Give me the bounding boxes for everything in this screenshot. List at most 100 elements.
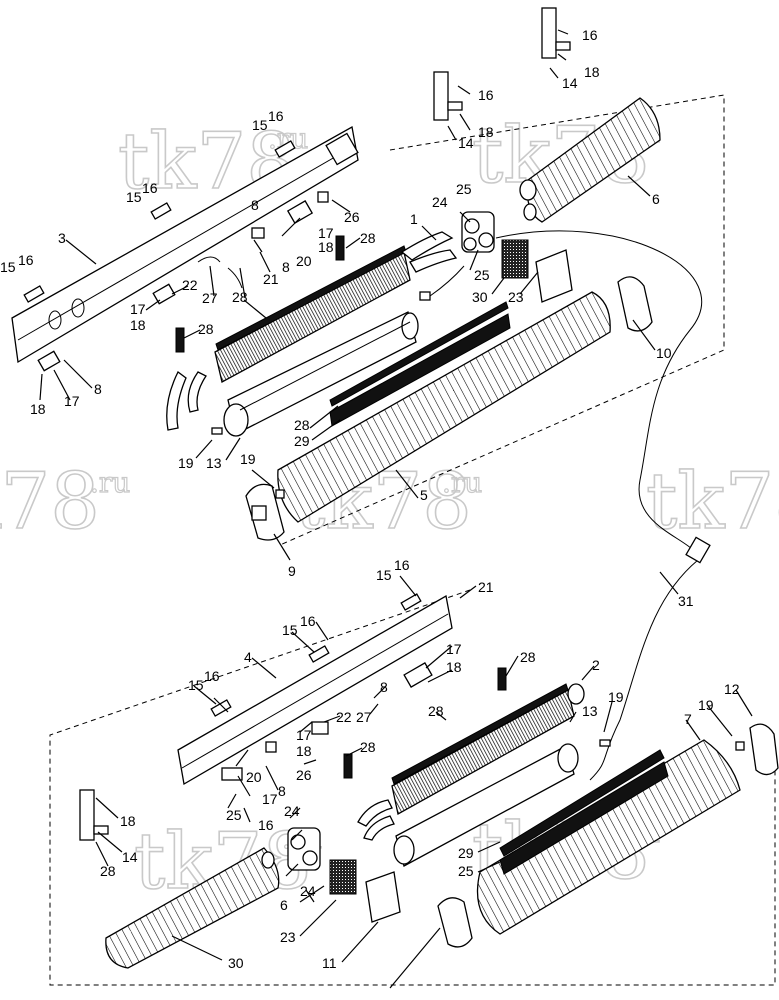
callout-19: 19 bbox=[240, 451, 256, 467]
bracket-15 bbox=[150, 202, 172, 220]
callout-16: 16 bbox=[18, 252, 34, 268]
callout-14: 14 bbox=[458, 135, 474, 151]
clip-19 bbox=[211, 427, 223, 435]
callout-15: 15 bbox=[252, 117, 268, 133]
callout-17: 17 bbox=[296, 727, 312, 743]
callout-8: 8 bbox=[282, 259, 290, 275]
filter-pad-30 bbox=[501, 239, 529, 279]
bracket-17 bbox=[37, 350, 61, 372]
filter-strip-29 bbox=[499, 761, 669, 875]
callout-16: 16 bbox=[204, 668, 220, 684]
callout-1: 1 bbox=[410, 211, 418, 227]
callout-13: 13 bbox=[582, 703, 598, 719]
clip-19 bbox=[275, 489, 285, 499]
wall-bracket-14 bbox=[79, 789, 95, 841]
callout-31: 31 bbox=[678, 593, 694, 609]
callout-15: 15 bbox=[282, 622, 298, 638]
callout-6: 6 bbox=[652, 191, 660, 207]
callout-8: 8 bbox=[278, 783, 286, 799]
watermark-suffix: .ru bbox=[90, 466, 130, 499]
callout-22: 22 bbox=[182, 277, 198, 293]
callout-16: 18 bbox=[120, 813, 136, 829]
clip-19 bbox=[599, 739, 611, 747]
watermark: tk78 bbox=[0, 457, 100, 547]
callout-15: 15 bbox=[126, 189, 142, 205]
callout-7: 7 bbox=[684, 711, 692, 727]
callout-24: 6 bbox=[280, 897, 288, 913]
callout-16: 16 bbox=[268, 108, 284, 124]
callout-17: 17 bbox=[64, 393, 80, 409]
callout-18: 18 bbox=[296, 743, 312, 759]
clip-28 bbox=[175, 327, 185, 353]
seal-strip-28 bbox=[499, 749, 665, 857]
upper-unit bbox=[11, 7, 661, 541]
bracket-15 bbox=[23, 285, 45, 303]
callout-25: 25 bbox=[456, 181, 472, 197]
bracket-17 bbox=[286, 200, 314, 224]
callout-21: 21 bbox=[263, 271, 279, 287]
callout-24: 16 bbox=[258, 817, 274, 833]
callout-28: 28 bbox=[294, 417, 310, 433]
callout-30: 30 bbox=[472, 289, 488, 305]
callout-15: 15 bbox=[376, 567, 392, 583]
callout-26: 26 bbox=[344, 209, 360, 225]
callout-labels: 16 18 14 16 18 14 16 15 15 16 6 25 24 1 … bbox=[0, 27, 740, 971]
callout-18: 18 bbox=[318, 239, 334, 255]
callout-18: 18 bbox=[478, 124, 494, 140]
valve-assembly-24-25 bbox=[287, 827, 321, 871]
callout-28: 28 bbox=[360, 739, 376, 755]
end-cap-12 bbox=[749, 723, 779, 776]
callout-16: 16 bbox=[142, 180, 158, 196]
clip-28 bbox=[335, 235, 345, 261]
lower-unit bbox=[79, 593, 779, 969]
callout-28: 28 bbox=[360, 230, 376, 246]
coil-pipes bbox=[400, 231, 454, 261]
callout-23: 23 bbox=[508, 289, 524, 305]
wiring-harness-31b bbox=[589, 559, 699, 781]
grille-7 bbox=[476, 739, 741, 935]
end-cap-10 bbox=[617, 276, 653, 332]
callout-18: 18 bbox=[30, 401, 46, 417]
clip-8 bbox=[251, 227, 265, 239]
callout-25: 24 bbox=[300, 883, 316, 899]
bracket-23 bbox=[535, 249, 573, 303]
callout-28: 28 bbox=[428, 703, 444, 719]
callout-17: 17 bbox=[130, 301, 146, 317]
callout-18: 20 bbox=[246, 769, 262, 785]
callout-18: 18 bbox=[584, 64, 600, 80]
connector bbox=[419, 291, 431, 301]
callout-16: 16 bbox=[394, 557, 410, 573]
callout-25: 25 bbox=[474, 267, 490, 283]
callout-2: 2 bbox=[592, 657, 600, 673]
clip-28 bbox=[343, 753, 353, 779]
callout-28: 29 bbox=[458, 845, 474, 861]
callout-14: 14 bbox=[562, 75, 578, 91]
callout-20: 25 bbox=[226, 807, 242, 823]
callout-16: 16 bbox=[478, 87, 494, 103]
callout-16: 16 bbox=[582, 27, 598, 43]
callout-29: 29 bbox=[294, 433, 310, 449]
callout-3: 3 bbox=[58, 230, 66, 246]
callout-22: 22 bbox=[336, 709, 352, 725]
callout-19: 19 bbox=[698, 697, 714, 713]
callout-23: 11 bbox=[322, 955, 337, 971]
callout-10: 10 bbox=[656, 345, 672, 361]
seal-strip-28 bbox=[329, 301, 509, 407]
bracket-15 bbox=[308, 645, 330, 663]
hose-22 bbox=[197, 256, 221, 263]
wiring-harness-31 bbox=[495, 230, 703, 561]
callout-15: 15 bbox=[188, 677, 204, 693]
callout-21: 21 bbox=[478, 579, 494, 595]
wall-bracket-14 bbox=[541, 7, 557, 59]
callout-26: 26 bbox=[296, 767, 312, 783]
bracket-17 bbox=[152, 283, 176, 305]
callout-20: 20 bbox=[296, 253, 312, 269]
callout-15: 15 bbox=[0, 259, 16, 275]
callout-18: 18 bbox=[130, 317, 146, 333]
callout-14: 28 bbox=[100, 863, 116, 879]
callout-4: 4 bbox=[244, 649, 252, 665]
filter-pad-30 bbox=[329, 859, 357, 895]
hose-27 bbox=[227, 267, 243, 289]
leader-lines bbox=[39, 29, 753, 989]
